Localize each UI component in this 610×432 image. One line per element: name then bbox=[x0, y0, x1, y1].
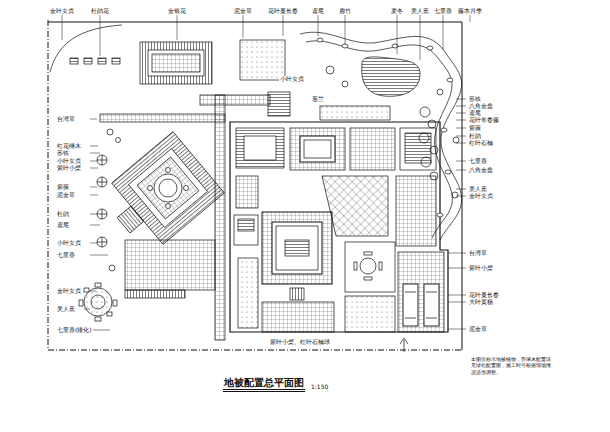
plant-label: 美人蕉 bbox=[56, 306, 76, 312]
plant-label: 紫叶小檗、红叶石楠球 bbox=[269, 339, 331, 345]
plant-label: 七里香 bbox=[433, 8, 453, 14]
plant-label: 葱兰 bbox=[311, 96, 325, 102]
plant-label: 麦冬 bbox=[390, 8, 404, 14]
plant-label: 美人蕉 bbox=[410, 8, 430, 14]
plant-label: 藤本月季 bbox=[457, 8, 483, 14]
plant-label: 鸢尾 bbox=[56, 222, 70, 228]
plant-label: 台湾草 bbox=[56, 116, 76, 122]
plant-label: 鸢尾 bbox=[468, 110, 482, 116]
plant-label: 小叶女贞 bbox=[56, 158, 82, 164]
plant-label: 八角金盘 bbox=[468, 167, 494, 173]
plant-label: 红叶石楠 bbox=[468, 140, 494, 146]
plant-label: 杜鹃 bbox=[468, 133, 482, 139]
site-drawing bbox=[48, 15, 470, 352]
plant-label: 杜鹃花 bbox=[90, 8, 110, 14]
plant-label: 美人蕉 bbox=[468, 186, 488, 192]
plant-label: 小叶女贞 bbox=[279, 76, 305, 82]
plant-label: 花叶蔓长春 bbox=[468, 292, 500, 298]
drawing-title: 地被配置总平面图 bbox=[223, 378, 305, 392]
plant-label: 杜鹃 bbox=[56, 211, 70, 217]
plant-label: 七里香 bbox=[468, 158, 488, 164]
plant-label: 小叶女贞 bbox=[56, 240, 82, 246]
plant-label: 金叶女贞 bbox=[49, 8, 75, 14]
plant-label: 台湾草 bbox=[468, 250, 488, 256]
plant-label: 七里香 bbox=[56, 252, 76, 258]
plant-label: 苏铁 bbox=[56, 150, 70, 156]
plant-label: 大叶黄杨 bbox=[468, 299, 494, 305]
plant-label: 扁竹 bbox=[338, 8, 352, 14]
plant-label: 紫叶小檗 bbox=[468, 265, 494, 271]
plant-label: 紫叶小檗 bbox=[56, 165, 82, 171]
scale-text: 1:150 bbox=[310, 384, 329, 390]
plant-label: 八角金盘 bbox=[468, 103, 494, 109]
plant-label: 花叶常春藤 bbox=[468, 117, 500, 123]
plant-label: 泥金草 bbox=[233, 8, 253, 14]
note-text: 本图仅标示地被植物，乔灌木配置详见绿化配置图，施工时可根据现场情况适当调整。 bbox=[470, 356, 554, 375]
plant-label: 泥金草 bbox=[56, 192, 76, 198]
plant-label: 七里香(矮化) bbox=[56, 327, 93, 333]
plant-label: 金银花 bbox=[167, 8, 187, 14]
plant-label: 苏铁 bbox=[468, 96, 482, 102]
plant-label: 鸢尾 bbox=[311, 8, 325, 14]
plant-label: 泥金草 bbox=[468, 326, 488, 332]
plant-label: 红花继木 bbox=[56, 143, 82, 149]
plant-label: 紫薇 bbox=[468, 125, 482, 131]
plant-label: 紫薇 bbox=[56, 184, 70, 190]
plant-label: 花叶蔓长春 bbox=[267, 8, 299, 14]
plant-label: 金叶女贞 bbox=[56, 288, 82, 294]
plant-label: 金叶女贞 bbox=[468, 193, 494, 199]
